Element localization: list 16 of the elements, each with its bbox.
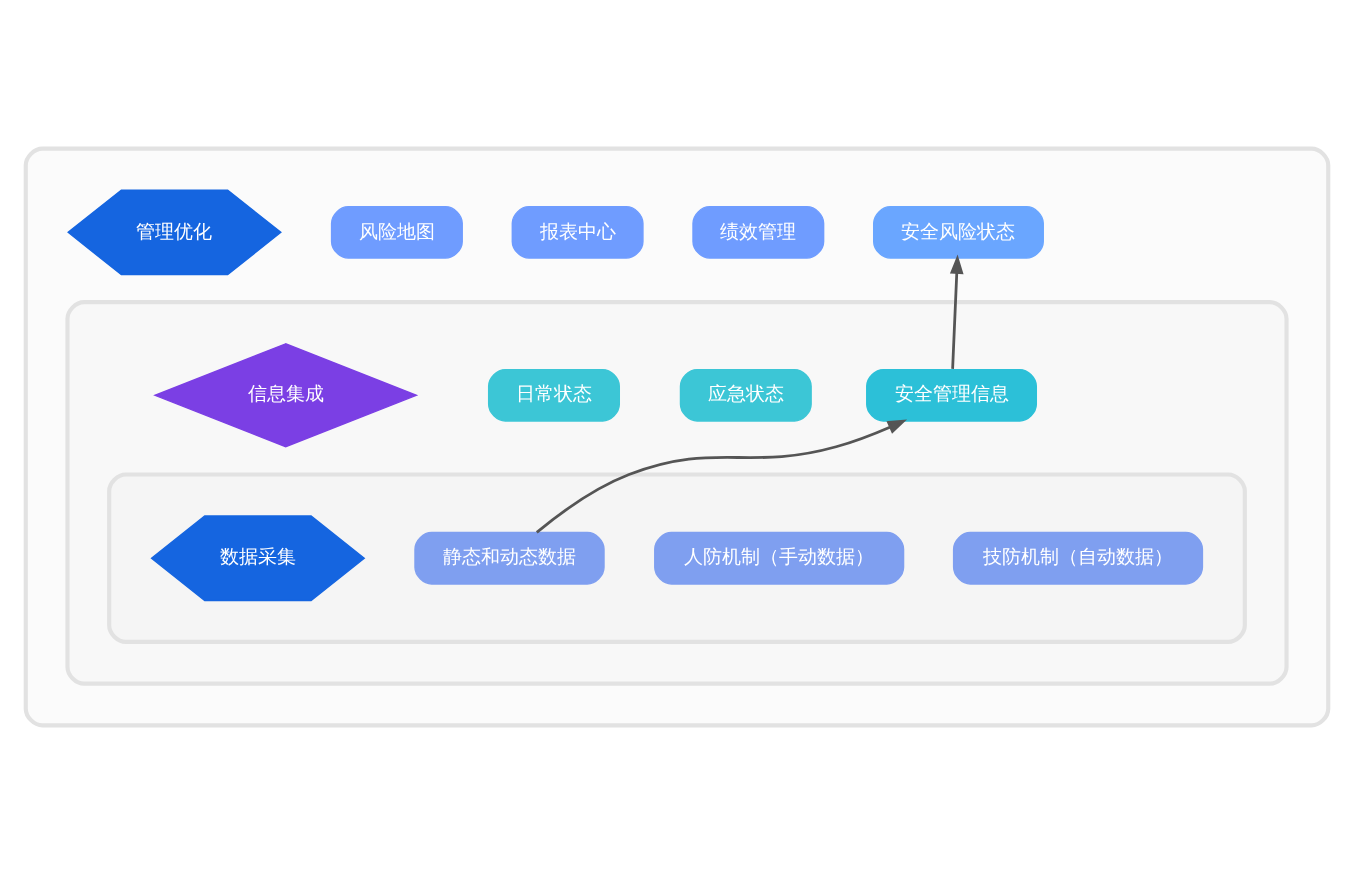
arrow: [535, 419, 908, 534]
node-diamond: 信息集成: [153, 343, 419, 448]
cluster: [107, 472, 1247, 644]
node-box: 应急状态: [679, 368, 812, 422]
cluster: [23, 146, 1331, 728]
cluster: [65, 300, 1289, 686]
node-box: 风险地图: [330, 205, 463, 259]
node-box: 日常状态: [487, 368, 620, 422]
node-box: 报表中心: [511, 205, 644, 259]
node-box: 安全风险状态: [873, 205, 1044, 259]
node-box: 技防机制（自动数据）: [952, 531, 1204, 585]
node-box: 安全管理信息: [866, 368, 1037, 422]
arrow: [949, 254, 964, 369]
node-box: 静态和动态数据: [414, 531, 605, 585]
node-box: 绩效管理: [692, 205, 825, 259]
node-box: 人防机制（手动数据）: [654, 531, 905, 585]
